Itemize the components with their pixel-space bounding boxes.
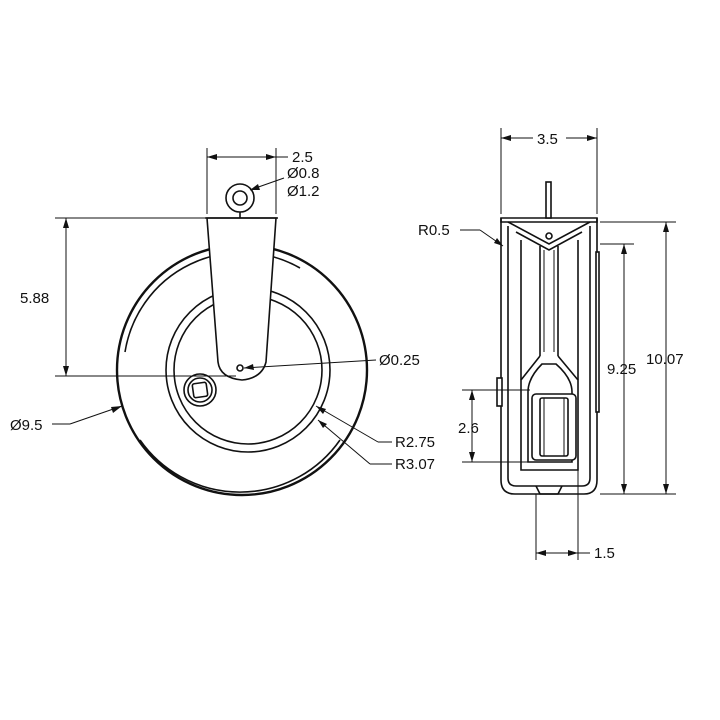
side-inner-left (507, 226, 591, 487)
dim-wheel-height-label: 9.25 (607, 361, 636, 378)
dim-height-label: 5.88 (20, 290, 49, 307)
dim-hub-width-label: 1.5 (594, 545, 615, 562)
arrowhead (111, 406, 122, 413)
fork-neck-inner (527, 363, 573, 463)
arrowhead (494, 238, 503, 246)
front-view (115, 183, 369, 497)
dim-width-top-label: 2.5 (292, 149, 313, 166)
fork-neck (520, 355, 579, 471)
hub-block-inner (539, 397, 569, 457)
dim-width-label: 3.5 (537, 131, 558, 148)
side-top-chevron (507, 221, 591, 245)
front-dimensions: 2.5 Ø0.8 Ø1.2 5.88 Ø0.25 Ø9.5 R2.75 R3.0… (10, 148, 435, 473)
hub-block (531, 393, 577, 461)
side-view (496, 181, 600, 495)
axle-cap-inner (187, 377, 213, 403)
dim-hole-label: Ø0.25 (379, 352, 420, 369)
dim-wheel-dia-label: Ø9.5 (10, 417, 43, 434)
arrowhead (469, 390, 475, 400)
dim-eye-inner-label: Ø0.8 (287, 165, 320, 182)
arrowhead (621, 484, 627, 494)
dim-fillet-label: R0.5 (418, 222, 450, 239)
arrowhead (318, 420, 327, 428)
arrowhead (266, 154, 276, 160)
arrowhead (250, 184, 260, 190)
arrowhead (587, 135, 597, 141)
arrowhead (469, 452, 475, 462)
hub-r-inner-leader (315, 405, 379, 443)
arrowhead (536, 550, 546, 556)
side-nub-left (496, 377, 503, 407)
fork-bracket (206, 217, 277, 381)
side-top-chevron-inner (515, 231, 583, 251)
bottom-tab (535, 485, 563, 495)
dim-hub-r-inner-label: R2.75 (395, 434, 435, 451)
dim-hub-height-label: 2.6 (458, 420, 479, 437)
arrowhead (663, 484, 669, 494)
top-pin (545, 232, 553, 240)
swivel-stem (545, 181, 552, 219)
dim-overall-height-label: 10.07 (646, 351, 684, 368)
arrowhead (207, 154, 217, 160)
arrowhead (663, 222, 669, 232)
arrowhead (621, 244, 627, 254)
hub-r-outer-leader (317, 419, 371, 465)
arrowhead (568, 550, 578, 556)
dim-hub-r-outer-label: R3.07 (395, 456, 435, 473)
arrowhead (316, 406, 326, 414)
arrowhead (501, 135, 511, 141)
side-nub-right (595, 251, 600, 413)
bracket-hole (236, 364, 244, 372)
arrowhead (63, 366, 69, 376)
dim-eye-outer-label: Ø1.2 (287, 183, 320, 200)
arrowhead (63, 218, 69, 228)
wheel-tread-arc-bottom (139, 439, 341, 493)
hole-leader (243, 359, 377, 369)
axle-square (191, 381, 209, 399)
eye-inner-circle (232, 190, 248, 206)
side-dimensions: 3.5 R0.5 10.07 9.25 2.6 1.5 (418, 128, 684, 562)
arrowhead (244, 364, 254, 370)
